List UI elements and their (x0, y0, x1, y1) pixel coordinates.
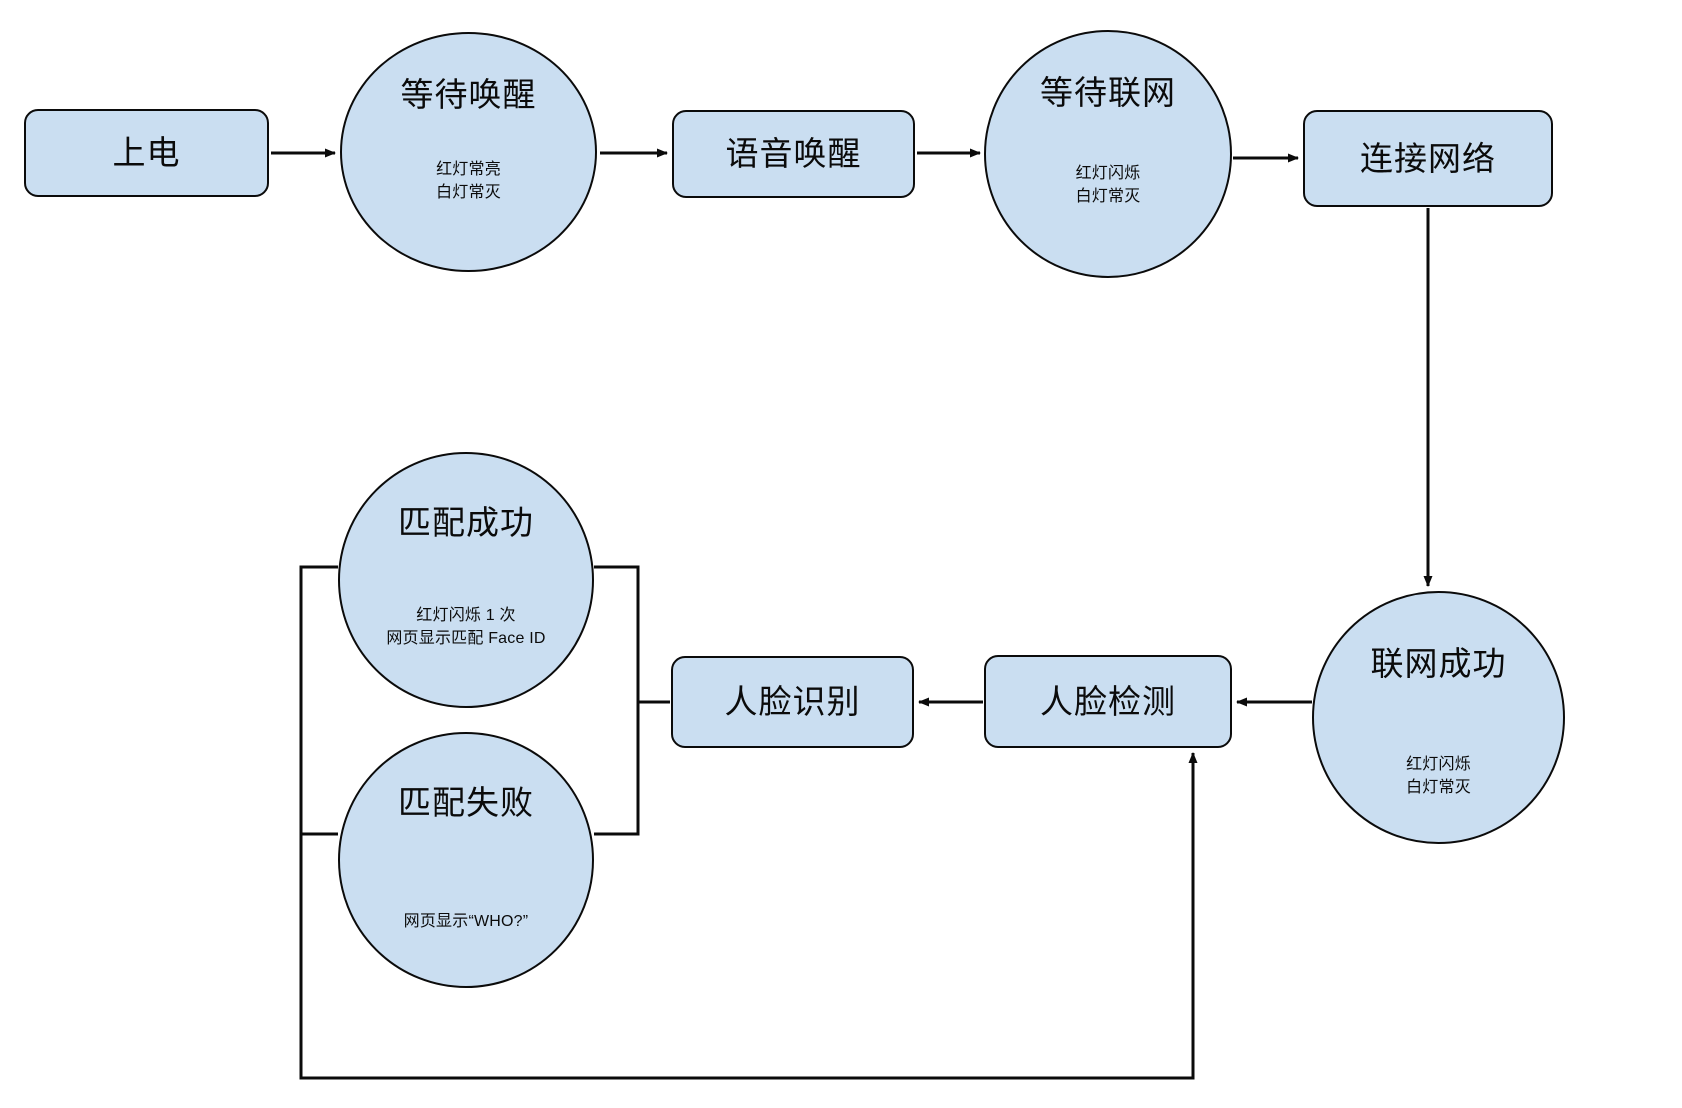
edge-results-bracket-left (299, 565, 338, 836)
edge-face-rec-bracket-right-lower (594, 702, 640, 836)
node-match-success-title: 匹配成功 (398, 504, 534, 541)
node-waiting-wakeup-title: 等待唤醒 (400, 76, 537, 113)
node-face-recognition[interactable]: 人脸识别 (671, 656, 914, 748)
node-waiting-network-title: 等待联网 (1040, 74, 1176, 111)
node-waiting-network[interactable]: 等待联网 红灯闪烁 白灯常灭 (984, 30, 1232, 278)
node-network-connected-subtext: 红灯闪烁 白灯常灭 (1406, 755, 1471, 797)
node-match-failure-title: 匹配失败 (398, 784, 534, 821)
node-match-failure[interactable]: 匹配失败 网页显示“WHO?” (338, 732, 594, 988)
node-waiting-wakeup[interactable]: 等待唤醒 红灯常亮 白灯常灭 (340, 32, 597, 272)
node-waiting-wakeup-subtext: 红灯常亮 白灯常灭 (436, 160, 501, 202)
node-face-detection[interactable]: 人脸检测 (984, 655, 1232, 748)
node-power-on-title: 上电 (112, 134, 181, 172)
node-face-detection-title: 人脸检测 (1040, 682, 1176, 720)
node-match-failure-subtext: 网页显示“WHO?” (403, 912, 529, 930)
node-waiting-network-subtext: 红灯闪烁 白灯常灭 (1075, 164, 1141, 206)
edge-face-rec-bracket-right (594, 565, 670, 704)
node-connect-network-title: 连接网络 (1360, 139, 1496, 177)
node-match-success[interactable]: 匹配成功 红灯闪烁 1 次 网页显示匹配 Face ID (338, 452, 594, 708)
node-network-connected-title: 联网成功 (1370, 645, 1507, 682)
node-voice-wakeup-title: 语音唤醒 (725, 135, 862, 173)
node-power-on[interactable]: 上电 (24, 109, 269, 197)
node-match-success-subtext: 红灯闪烁 1 次 网页显示匹配 Face ID (386, 606, 546, 648)
node-face-recognition-title: 人脸识别 (724, 683, 861, 721)
node-connect-network[interactable]: 连接网络 (1303, 110, 1553, 207)
node-network-connected[interactable]: 联网成功 红灯闪烁 白灯常灭 (1312, 591, 1565, 844)
node-voice-wakeup[interactable]: 语音唤醒 (672, 110, 915, 198)
